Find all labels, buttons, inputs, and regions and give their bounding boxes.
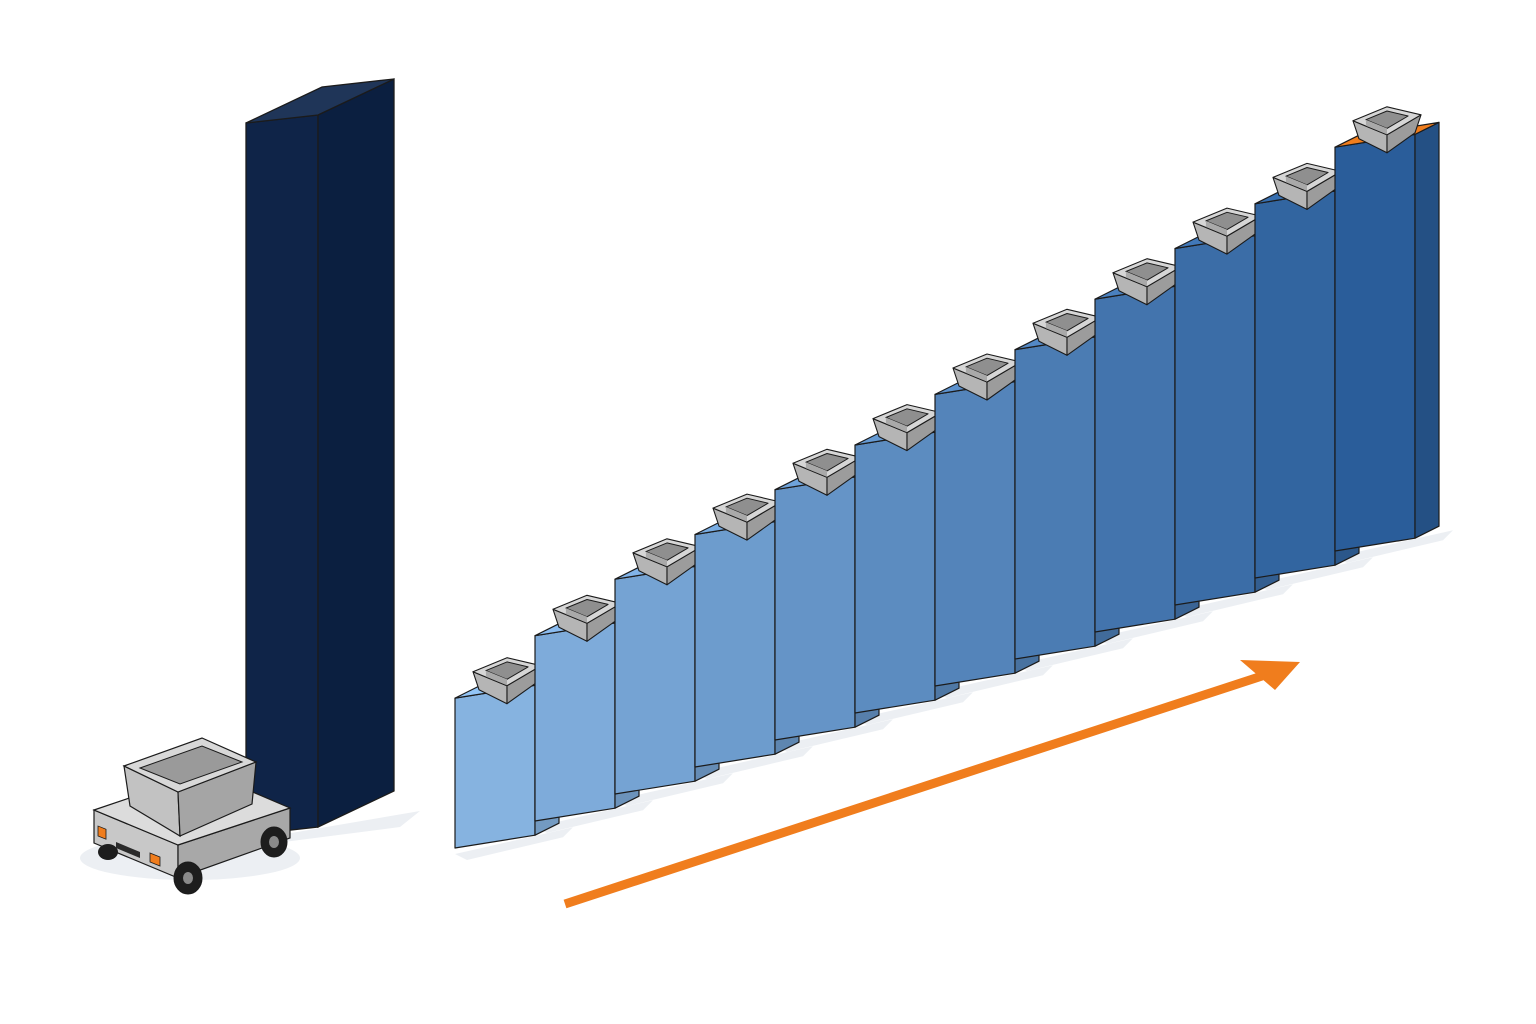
- bin-inner-wall: [1045, 322, 1067, 337]
- storage-bin-icon: [1352, 106, 1422, 154]
- bar-shadow: [1335, 530, 1453, 563]
- bar-shadow: [1175, 584, 1293, 617]
- storage-bin-icon: [1192, 207, 1262, 255]
- bin-opening: [645, 542, 689, 561]
- bin-inner-wall: [1285, 176, 1307, 191]
- bar-stack-6-front-face: [854, 431, 936, 714]
- mobile-robot-with-bin: [92, 737, 292, 895]
- bin-inner-wall: [645, 551, 667, 567]
- bar-stack-9-front-face: [1094, 285, 1176, 633]
- tall-dark-column: [245, 77, 395, 836]
- bar-shadow: [1255, 557, 1373, 590]
- robot-sensor-slot: [116, 842, 140, 858]
- storage-bin-icon: [792, 448, 862, 496]
- robot-wheel-left: [98, 844, 118, 860]
- robot-headlight-left: [97, 825, 107, 840]
- robot-wheel-front-hub: [183, 872, 193, 884]
- bin-opening: [1365, 110, 1409, 129]
- storage-bin-icon: [1032, 308, 1102, 356]
- bin-opening: [1045, 313, 1089, 332]
- storage-bin-icon: [1272, 162, 1342, 210]
- trend-arrow-icon: [563, 660, 1300, 909]
- tall-column-top-face: [245, 78, 395, 124]
- tall-column-front-face: [245, 114, 319, 836]
- bar-shadow: [535, 800, 653, 833]
- bar-shadow: [1015, 638, 1133, 671]
- ascending-bar-stacks: [454, 106, 1440, 849]
- bar-stack-10-front-face: [1174, 235, 1256, 606]
- robot-bin-opening: [138, 745, 244, 785]
- bar-stack-11-front-face: [1254, 190, 1336, 579]
- bar-shadow: [615, 773, 733, 806]
- tall-column-shadow: [256, 811, 420, 843]
- bar-stack-2-front-face: [534, 622, 616, 822]
- bar-shadow: [775, 719, 893, 752]
- bin-inner-wall: [485, 670, 507, 686]
- robot-headlight-right: [149, 852, 161, 867]
- bin-inner-wall: [805, 462, 827, 477]
- bar-stack-5-front-face: [774, 476, 856, 741]
- storage-bin-icon: [712, 493, 782, 541]
- bar-stack-8-front-face: [1014, 336, 1096, 660]
- bin-opening: [565, 599, 609, 618]
- bin-inner-wall: [1365, 119, 1387, 135]
- bin-opening: [725, 497, 769, 517]
- bar-stack-4-front-face: [694, 521, 776, 768]
- bin-inner-wall: [965, 366, 987, 382]
- storage-bin-icon: [472, 657, 542, 705]
- bar-shadow: [455, 827, 573, 860]
- bar-shadow: [855, 692, 973, 725]
- bar-stack-3-front-face: [614, 565, 696, 795]
- tall-column-box: [245, 77, 395, 836]
- bin-opening: [485, 661, 529, 680]
- bar-stack-12-side-face: [1414, 121, 1440, 539]
- bar-shadow: [935, 665, 1053, 698]
- trend-arrow-shaft: [563, 671, 1264, 909]
- bin-inner-wall: [1125, 271, 1147, 287]
- bar-stack-7-front-face: [934, 381, 1016, 687]
- bin-inner-wall: [1205, 220, 1227, 236]
- bar-stack-12-front-face: [1334, 133, 1416, 552]
- bar-shadow: [1095, 611, 1213, 644]
- storage-bin-icon: [122, 737, 258, 838]
- robot-wheel-rear-hub: [269, 836, 279, 848]
- storage-bin-icon: [632, 538, 702, 586]
- bar-stack-12: [1334, 121, 1440, 552]
- storage-bin-icon: [552, 594, 622, 642]
- bin-opening: [1205, 211, 1249, 231]
- bin-inner-wall: [885, 417, 907, 433]
- trend-arrow-head: [1240, 660, 1300, 690]
- bar-shadow: [695, 746, 813, 779]
- bar-stack-1-front-face: [454, 684, 536, 849]
- bin-inner-wall: [565, 608, 587, 623]
- tall-column-side-face: [317, 77, 395, 829]
- bin-inner-wall: [725, 506, 747, 522]
